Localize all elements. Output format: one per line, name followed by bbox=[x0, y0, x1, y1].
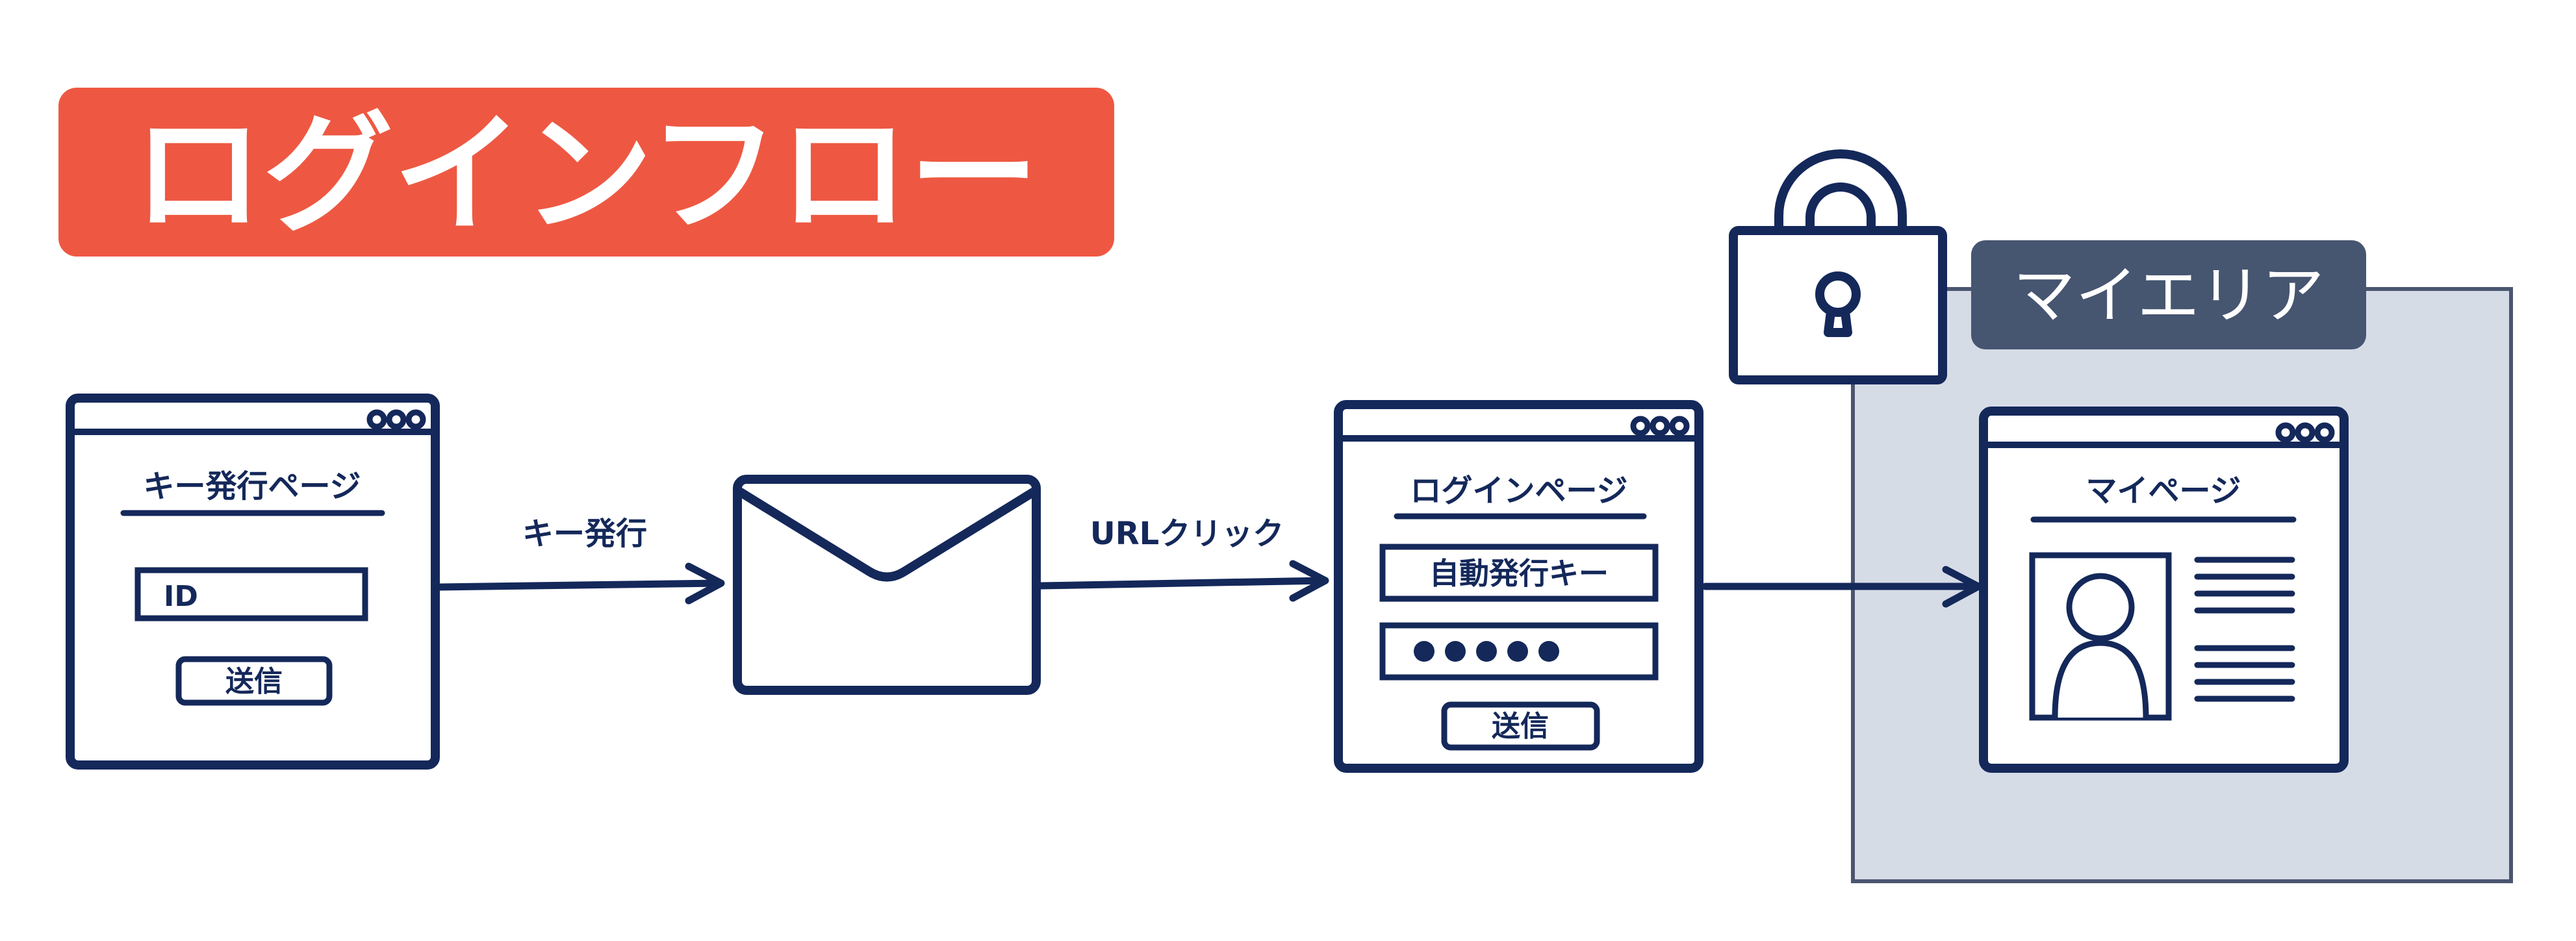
ellipsis-icon bbox=[1630, 416, 1690, 436]
my-page-title: マイページ bbox=[2085, 473, 2241, 509]
envelope-flap bbox=[736, 488, 1038, 582]
login-page-window: ログインページ 自動発行キー 送信 bbox=[1334, 400, 1703, 773]
my-area-label-badge bbox=[1971, 240, 2366, 349]
arrow-head bbox=[1942, 566, 1982, 608]
key-issue-page-title: キー発行ページ bbox=[143, 468, 361, 505]
password-mask-icon bbox=[1414, 641, 1559, 662]
lock-body bbox=[1729, 226, 1947, 384]
user-profile-icon bbox=[2029, 552, 2172, 721]
id-input[interactable] bbox=[134, 567, 368, 621]
keyhole-bottom bbox=[1824, 307, 1852, 337]
auto-key-input[interactable] bbox=[1379, 544, 1659, 602]
key-issue-page-window: キー発行ページ ID 送信 bbox=[66, 394, 440, 770]
my-area-label: マイエリア bbox=[2013, 259, 2324, 332]
lock-icon bbox=[1729, 149, 1947, 384]
arrow-url-click-label: URLクリック bbox=[1090, 516, 1284, 552]
login-page-title: ログインページ bbox=[1410, 473, 1627, 509]
arrow-to-my-page bbox=[1702, 566, 1982, 608]
login-submit-label: 送信 bbox=[1492, 710, 1549, 743]
keyhole-top bbox=[1815, 271, 1861, 317]
title-banner-bg bbox=[58, 88, 1114, 257]
title-banner: ログインフロー bbox=[58, 88, 1114, 257]
arrow-line bbox=[1037, 577, 1328, 590]
key-issue-submit-label: 送信 bbox=[225, 665, 283, 698]
arrow-line bbox=[435, 579, 724, 591]
key-issue-submit-button[interactable] bbox=[175, 656, 333, 706]
arrow-head bbox=[1289, 560, 1329, 602]
arrow-head bbox=[685, 562, 725, 605]
ellipsis-icon bbox=[366, 409, 426, 430]
arrow-url-click: URLクリック bbox=[1037, 516, 1329, 602]
page-title: ログインフロー bbox=[133, 99, 1039, 251]
my-page-window: マイページ bbox=[1979, 407, 2349, 773]
login-submit-button[interactable] bbox=[1441, 701, 1600, 751]
arrow-key-issue: キー発行 bbox=[435, 516, 725, 605]
text-lines-icon bbox=[2194, 557, 2295, 702]
auto-key-input-value: 自動発行キー bbox=[1429, 556, 1609, 591]
envelope-icon bbox=[733, 475, 1041, 695]
arrow-key-issue-label: キー発行 bbox=[522, 516, 647, 552]
envelope-body bbox=[733, 475, 1041, 695]
ellipsis-icon bbox=[2275, 422, 2335, 443]
id-input-value: ID bbox=[164, 580, 198, 613]
